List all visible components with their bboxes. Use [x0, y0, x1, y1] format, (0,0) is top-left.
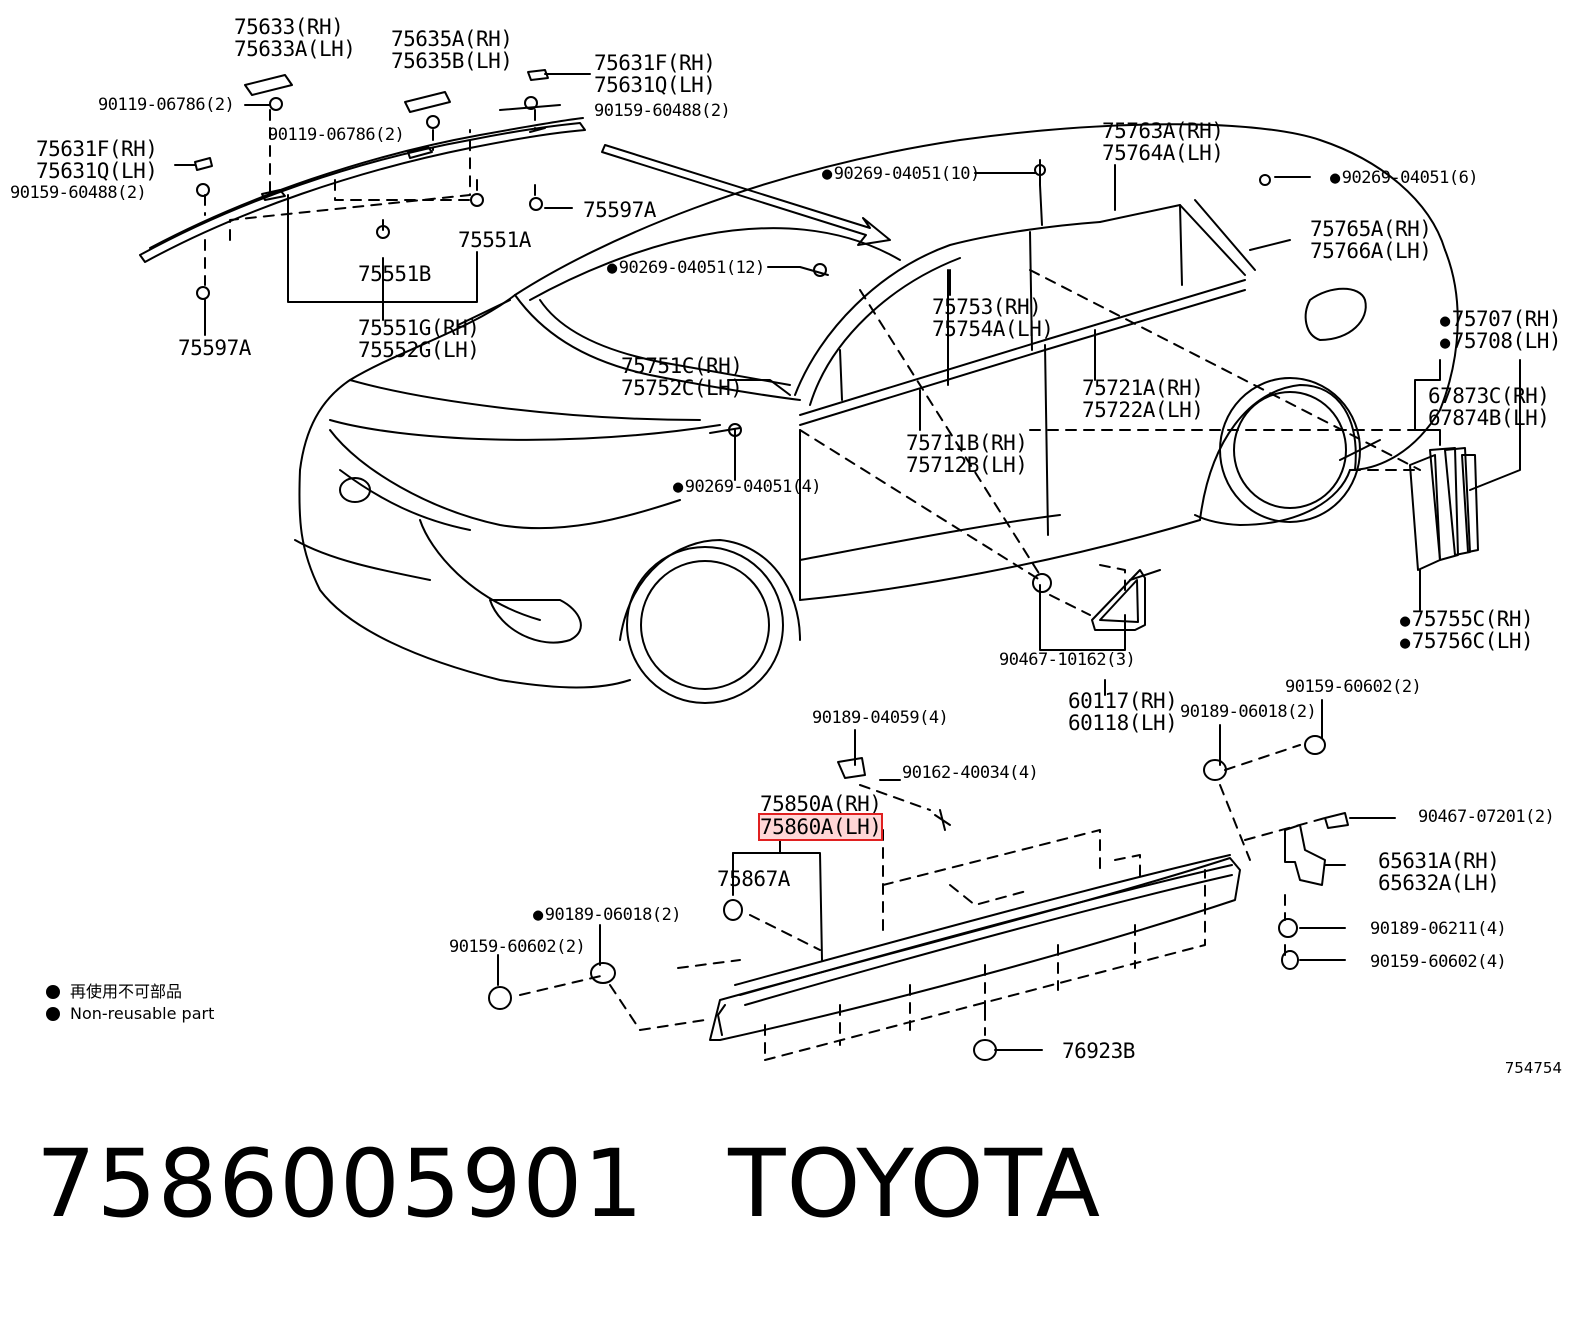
label-67873: 67873C(RH)67874B(LH) — [1428, 384, 1550, 430]
label-75597a-bottom: 75597A — [178, 336, 251, 360]
footer-caption: 7586005901 TOYOTA — [36, 1130, 1101, 1240]
label-75721: 75721A(RH)75722A(LH) — [1082, 376, 1204, 422]
label-75867: 75867A — [717, 867, 790, 891]
quarter-garnish — [1091, 569, 1146, 631]
label-90119-b: 90119-06786(2) — [268, 125, 405, 145]
direction-arrow — [601, 144, 891, 246]
label-75551g: 75551G(RH)75552G(LH) — [358, 316, 480, 362]
car-outline — [294, 123, 1459, 704]
highlighted-part: 75860A(LH) — [757, 813, 884, 841]
label-75765: 75765A(RH)75766A(LH) — [1310, 217, 1432, 263]
label-75850: 75850A(RH) — [760, 792, 882, 816]
label-90269-10: 90269-04051(10) — [822, 164, 981, 185]
label-75708: 75708(LH) — [1440, 330, 1562, 354]
label-75551b: 75551B — [358, 262, 431, 286]
brand-name: TOYOTA — [728, 1130, 1102, 1239]
label-90189-06211: 90189-06211(4) — [1370, 919, 1507, 939]
label-90162: 90162-40034(4) — [902, 763, 1039, 783]
label-90159-a: 90159-60488(2) — [594, 101, 731, 121]
legend-english: Non-reusable part — [46, 1004, 214, 1023]
label-90467-10162: 90467-10162(3) — [999, 650, 1136, 670]
label-60117: 60117(RH)60118(LH) — [1068, 689, 1178, 735]
rocker-panel — [519, 744, 1326, 1061]
label-90159-b: 90159-60488(2) — [10, 183, 147, 203]
label-90269-4: 90269-04051(4) — [673, 477, 822, 498]
label-90189-06018-b: 90189-06018(2) — [533, 905, 682, 926]
part-number: 7586005901 — [36, 1130, 645, 1239]
label-75763: 75763A(RH)75764A(LH) — [1102, 119, 1224, 165]
label-76923b: 76923B — [1062, 1039, 1135, 1063]
label-90269-6: 90269-04051(6) — [1330, 168, 1479, 189]
parts-diagram — [139, 69, 1521, 1061]
label-75711: 75711B(RH)75712B(LH) — [906, 431, 1028, 477]
label-75635: 75635A(RH)75635B(LH) — [391, 27, 513, 73]
label-75751: 75751C(RH)75752C(LH) — [621, 354, 743, 400]
label-75597a-top: 75597A — [583, 198, 656, 222]
label-90269-12: 90269-04051(12) — [607, 258, 766, 279]
legend-japanese: 再使用不可部品 — [46, 978, 182, 1002]
label-65631: 65631A(RH)65632A(LH) — [1378, 849, 1500, 895]
lower-leaders — [497, 699, 1396, 1051]
label-75860: 75860A(LH) — [757, 813, 884, 841]
label-90189-06018-a: 90189-06018(2) — [1180, 702, 1317, 722]
bullet-icon — [46, 985, 60, 999]
label-90467-07201: 90467-07201(2) — [1418, 807, 1555, 827]
label-90119-a: 90119-06786(2) — [98, 95, 235, 115]
label-90159-60602-c: 90159-60602(4) — [1370, 952, 1507, 972]
molding-leaders — [709, 159, 1521, 696]
fasteners — [488, 164, 1349, 1061]
diagram-code: 754754 — [1504, 1059, 1562, 1077]
label-90189-04059: 90189-04059(4) — [812, 708, 949, 728]
label-75756: 75756C(LH) — [1400, 630, 1534, 654]
label-75633: 75633(RH)75633A(LH) — [234, 15, 356, 61]
label-90159-60602-b: 90159-60602(2) — [449, 937, 586, 957]
label-75755: 75755C(RH) — [1400, 608, 1534, 632]
roof-rail — [139, 69, 591, 336]
label-90159-60602-a: 90159-60602(2) — [1285, 677, 1422, 697]
bullet-icon — [46, 1007, 60, 1021]
label-75631-top: 75631F(RH)75631Q(LH) — [594, 51, 716, 97]
label-75631-left: 75631F(RH)75631Q(LH) — [36, 137, 158, 183]
label-75707: 75707(RH) — [1440, 308, 1562, 332]
label-75753: 75753(RH)75754A(LH) — [932, 295, 1054, 341]
rear-pillar-parts — [1409, 447, 1479, 571]
label-75551a: 75551A — [458, 228, 531, 252]
bracket — [1284, 824, 1326, 886]
